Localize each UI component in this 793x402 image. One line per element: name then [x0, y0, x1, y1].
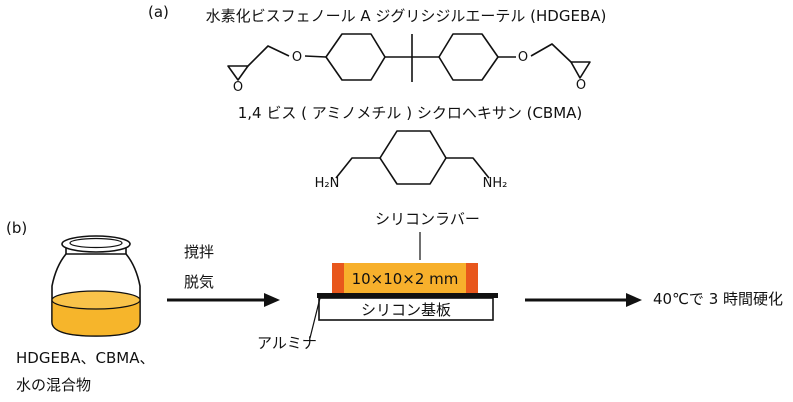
- cbma-left-aminomethyl: [335, 157, 380, 179]
- jar-caption-line2: 水の混合物: [16, 376, 91, 394]
- alumina-plate: [317, 293, 498, 298]
- left-epoxide-oxygen: O: [233, 80, 243, 95]
- sample-dimension-label: 10×10×2 mm: [352, 270, 459, 288]
- degas-label: 脱気: [184, 273, 214, 291]
- alumina-label: アルミナ: [257, 334, 317, 352]
- right-epoxide-ring: [570, 61, 591, 79]
- mixture-jar: [51, 235, 141, 337]
- silicon-substrate: [318, 297, 494, 321]
- left-ether-oxygen: O: [292, 50, 302, 65]
- cbma-cyclohexane-ring: [379, 130, 447, 185]
- cbma-structure: [335, 130, 490, 185]
- cbma-left-amine: H₂N: [315, 176, 340, 191]
- hdgeba-name: 水素化ビスフェノール A ジグリシジルエーテル (HDGEBA): [206, 7, 607, 25]
- jar-caption-line1: HDGEBA、CBMA、: [16, 349, 154, 367]
- cbma-right-aminomethyl: [446, 157, 490, 179]
- right-epoxide-oxygen: O: [576, 78, 586, 93]
- stir-label: 撹拌: [184, 243, 214, 261]
- cbma-name: 1,4 ビス ( アミノメチル ) シクロヘキサン (CBMA): [238, 104, 583, 122]
- right-glycidyl-chain: [530, 43, 572, 63]
- hdgeba-structure: [227, 33, 591, 82]
- alumina-leader-line: [309, 297, 321, 339]
- right-ether-oxygen: O: [518, 50, 528, 65]
- process-arrow-1: [167, 293, 280, 307]
- left-epoxide-ring: [227, 65, 249, 81]
- right-cyclohexane-ring: [438, 33, 499, 81]
- curing-condition-label: 40℃で 3 時間硬化: [653, 290, 783, 308]
- left-cyclohexane-ring: [325, 33, 386, 81]
- sample-cavity: [344, 263, 466, 293]
- left-glycidyl-chain: [247, 45, 290, 67]
- substrate-label: シリコン基板: [361, 301, 451, 319]
- process-arrow-2: [525, 293, 642, 307]
- panel-a-label: (a): [148, 3, 169, 21]
- cbma-right-amine: NH₂: [483, 176, 508, 191]
- silicone-rubber-label: シリコンラバー: [375, 210, 480, 228]
- panel-b-label: (b): [6, 219, 27, 237]
